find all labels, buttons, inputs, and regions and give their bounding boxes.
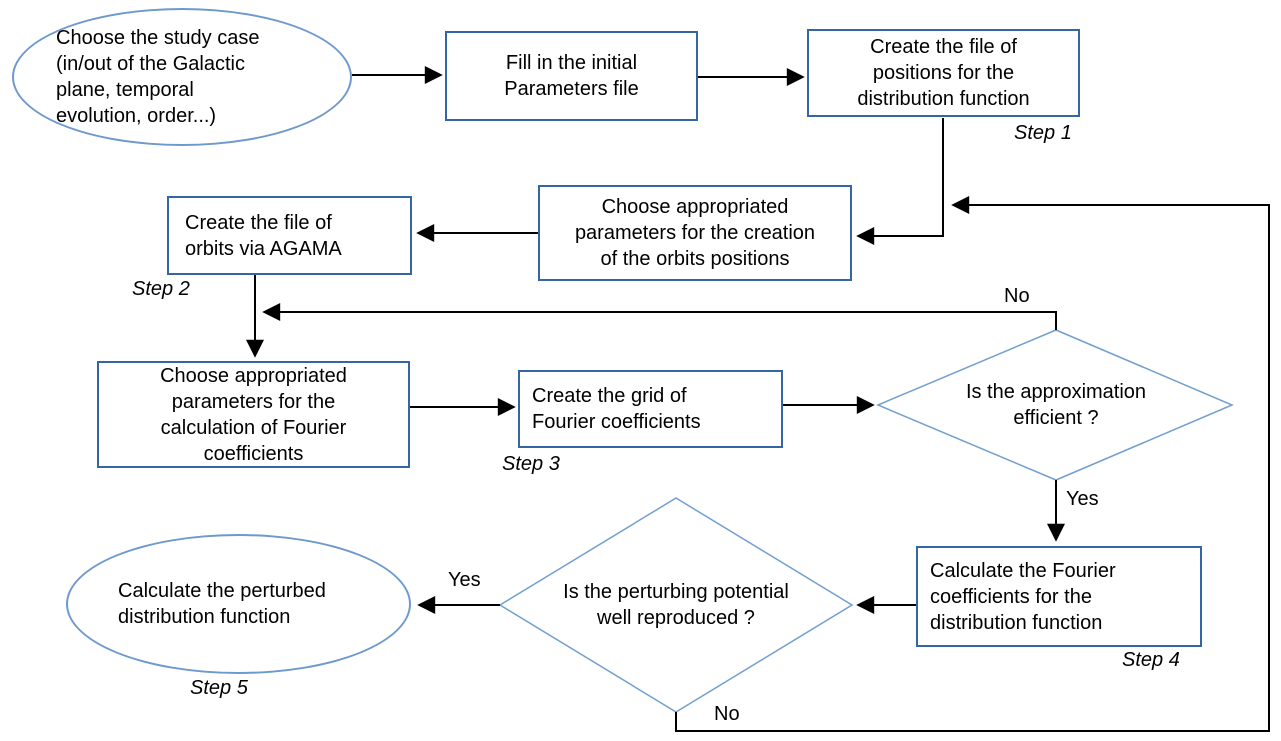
- approx-no-label: No: [1002, 284, 1032, 308]
- node-fill-parameters-label: Fill in the initial Parameters file: [504, 52, 639, 100]
- approximation-decision-text: Is the approximation efficient ?: [965, 381, 1147, 429]
- node-calculate-coefficients-label: Calculate the Fourier coefficients for t…: [930, 559, 1116, 634]
- node-orbit-parameters: Choose appropriated parameters for the c…: [538, 185, 852, 281]
- node-create-positions: Create the file of positions for the dis…: [807, 29, 1080, 117]
- approximation-decision-diamond: [876, 329, 1234, 481]
- node-fourier-parameters: Choose appropriated parameters for the c…: [97, 361, 410, 468]
- node-create-orbits: Create the file of orbits via AGAMA: [167, 196, 412, 275]
- potential-no-label: No: [712, 702, 742, 726]
- node-create-positions-label: Create the file of positions for the dis…: [857, 36, 1030, 110]
- node-potential-decision-label: Is the perturbing potential well reprodu…: [526, 565, 826, 645]
- edge-approx-no-loop: [262, 303, 1057, 330]
- step5-label: Step 5: [190, 677, 248, 699]
- potential-yes-label: Yes: [446, 568, 483, 592]
- step4-label: Step 4: [1122, 649, 1180, 671]
- node-calculate-coefficients: Calculate the Fourier coefficients for t…: [916, 546, 1202, 647]
- node-study-case-label: Choose the study case (in/out of the Gal…: [56, 27, 260, 127]
- step1-label: Step 1: [1014, 122, 1072, 144]
- node-approximation-decision-label: Is the approximation efficient ?: [906, 365, 1206, 445]
- approx-yes-label: Yes: [1064, 487, 1101, 511]
- step3-label: Step 3: [502, 453, 560, 475]
- edge-potential-no-loop: [675, 196, 1270, 732]
- node-study-case: Choose the study case (in/out of the Gal…: [12, 8, 352, 146]
- edge-positions-to-orbitparams: [856, 118, 944, 245]
- potential-decision-text: Is the perturbing potential well reprodu…: [563, 581, 789, 629]
- node-calculate-perturbed-label: Calculate the perturbed distribution fun…: [118, 580, 326, 628]
- node-create-grid: Create the grid of Fourier coefficients: [518, 370, 783, 448]
- node-calculate-perturbed: Calculate the perturbed distribution fun…: [66, 534, 411, 674]
- node-fourier-parameters-label: Choose appropriated parameters for the c…: [160, 364, 347, 465]
- node-orbit-parameters-label: Choose appropriated parameters for the c…: [574, 196, 816, 270]
- step2-label: Step 2: [132, 278, 190, 300]
- node-create-orbits-label: Create the file of orbits via AGAMA: [185, 211, 342, 260]
- node-create-grid-label: Create the grid of Fourier coefficients: [532, 385, 701, 433]
- node-fill-parameters: Fill in the initial Parameters file: [445, 31, 698, 121]
- potential-decision-diamond: [498, 497, 854, 713]
